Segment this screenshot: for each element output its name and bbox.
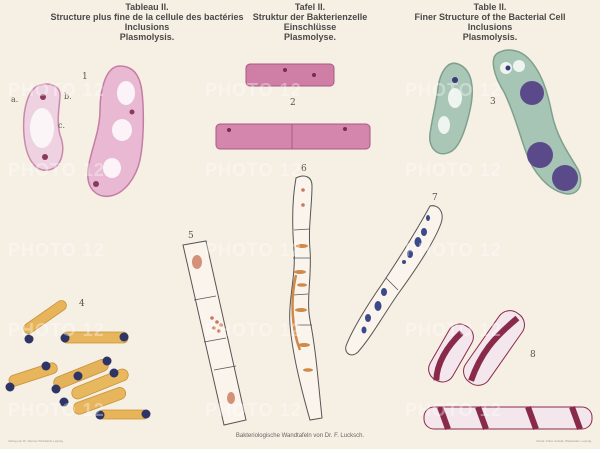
- header-french-line-1: Tableau II.: [125, 2, 169, 12]
- header-english: Table II. Finer Structure of the Bacteri…: [385, 2, 595, 42]
- header-french-line-2: Structure plus fine de la cellule des ba…: [50, 12, 244, 22]
- watermark: PHOTO 12: [205, 240, 302, 260]
- header-english-line-1: Table II.: [473, 2, 507, 12]
- label-c: c.: [58, 121, 65, 130]
- watermark: PHOTO 12: [8, 80, 105, 100]
- header-german-line-2: Struktur der Bakterienzelle: [252, 12, 368, 22]
- header-french-line-4: Plasmolysis.: [119, 32, 175, 42]
- figure-3-label: 3: [490, 97, 496, 107]
- footer-printer: Druck: Artist. Anstalt, Wiesbaden, Leipz…: [536, 439, 592, 443]
- watermark: PHOTO 12: [8, 320, 105, 340]
- watermark: PHOTO 12: [405, 160, 502, 180]
- figure-2-rods: [215, 63, 371, 150]
- watermark: PHOTO 12: [8, 240, 105, 260]
- figure-1-label: 1: [82, 72, 88, 82]
- label-b: b.: [64, 92, 72, 101]
- header-french-line-3: Inclusions: [124, 22, 170, 32]
- figure-2-label: 2: [290, 98, 296, 108]
- figure-5-filament: [182, 240, 247, 426]
- header-english-line-3: Inclusions: [467, 22, 513, 32]
- figure-6-label: 6: [301, 164, 307, 174]
- header-german-line-4: Plasmolyse.: [283, 32, 337, 42]
- figure-6-filament: [289, 175, 323, 421]
- figure-7-rod: [345, 205, 443, 356]
- figure-7-label: 7: [432, 193, 438, 203]
- figure-5-label: 5: [188, 231, 194, 241]
- watermark: PHOTO 12: [405, 400, 502, 420]
- watermark: PHOTO 12: [205, 160, 302, 180]
- figure-4-rods: [5, 300, 151, 420]
- watermark: PHOTO 12: [405, 80, 502, 100]
- figure-3-cells: [429, 49, 582, 195]
- header-german-line-3: Einschlüsse: [283, 22, 337, 32]
- figure-8-label: 8: [530, 350, 536, 360]
- watermark: PHOTO 12: [205, 80, 302, 100]
- figure-1-cells: [22, 65, 145, 198]
- header-german: Tafel II. Struktur der Bakterienzelle Ei…: [240, 2, 380, 42]
- watermark: PHOTO 12: [205, 400, 302, 420]
- watermark: PHOTO 12: [205, 320, 302, 340]
- watermark: PHOTO 12: [8, 400, 105, 420]
- figure-8-plasmolysis: [423, 310, 593, 431]
- header-english-line-2: Finer Structure of the Bacterial Cell: [414, 12, 566, 22]
- footer-publisher: Verlag von Dr. Werner Klinkhardt, Leipzi…: [8, 439, 64, 443]
- footer-credit: Bakteriologische Wandtafeln von Dr. F. L…: [235, 433, 365, 439]
- header-english-line-4: Plasmolysis.: [462, 32, 518, 42]
- header-french: Tableau II. Structure plus fine de la ce…: [22, 2, 272, 42]
- watermark: PHOTO 12: [405, 320, 502, 340]
- watermark: PHOTO 12: [405, 240, 502, 260]
- header-german-line-1: Tafel II.: [294, 2, 326, 12]
- label-a: a.: [11, 95, 18, 104]
- figure-4-label: 4: [79, 299, 85, 309]
- watermark: PHOTO 12: [8, 160, 105, 180]
